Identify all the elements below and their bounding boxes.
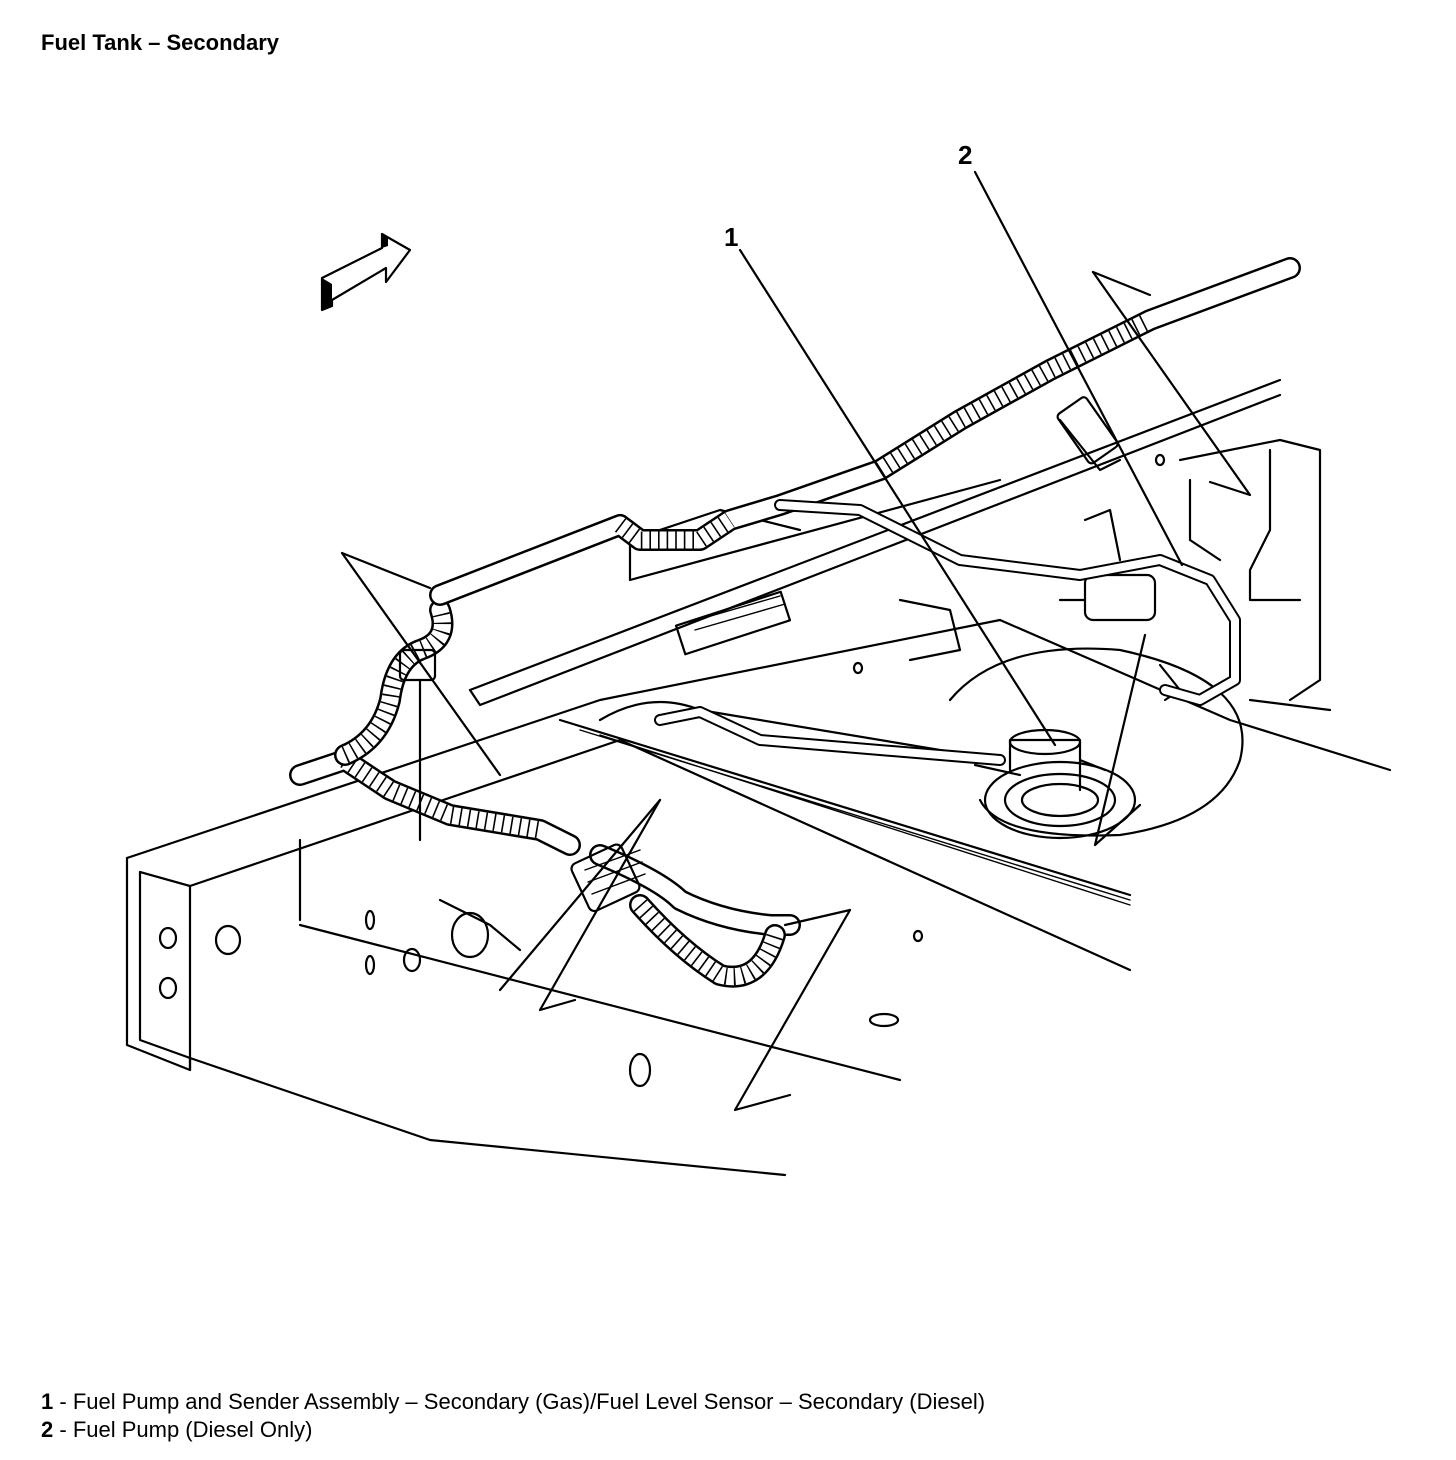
callout-1: 1	[724, 222, 739, 252]
legend-separator: -	[53, 1389, 73, 1414]
fuel-tank	[598, 418, 1244, 840]
wiring-harness	[289, 257, 1301, 988]
legend-number: 2	[41, 1417, 54, 1442]
leader-line-1	[738, 248, 1057, 747]
legend-text: Fuel Pump (Diesel Only)	[72, 1417, 313, 1442]
legend-separator: -	[53, 1417, 73, 1442]
callout-2: 2	[958, 140, 973, 170]
legend-item-2: 2 - Fuel Pump (Diesel Only)	[41, 1416, 985, 1444]
direction-arrow-icon	[320, 232, 412, 312]
leader-line-2	[973, 170, 1184, 567]
frame-rail	[125, 453, 1166, 1177]
legend-number: 1	[41, 1389, 54, 1414]
diagram-title: Fuel Tank – Secondary	[41, 30, 280, 55]
view-indicators	[340, 270, 1252, 1112]
legend-text: Fuel Pump and Sender Assembly – Secondar…	[72, 1389, 986, 1414]
legend: 1 - Fuel Pump and Sender Assembly – Seco…	[41, 1388, 985, 1444]
rear-frame	[468, 378, 1392, 772]
legend-item-1: 1 - Fuel Pump and Sender Assembly – Seco…	[41, 1388, 985, 1416]
